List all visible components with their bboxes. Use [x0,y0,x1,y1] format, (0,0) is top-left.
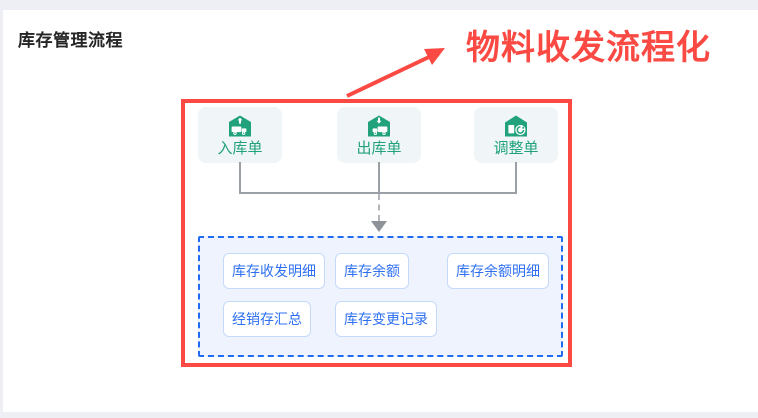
button-inventory-receipt-dispatch-detail[interactable]: 库存收发明细 [223,253,325,289]
house-adjust-icon [505,115,527,137]
card-adjustment-order[interactable]: 调整单 [474,107,558,163]
connector-line [239,162,241,193]
card-label: 调整单 [493,140,539,157]
warehouse-outbound-icon [368,115,390,137]
page-title: 库存管理流程 [18,31,123,50]
card-inbound-order[interactable]: 入库单 [198,107,282,163]
card-label: 出库单 [356,140,402,157]
warehouse-inbound-icon [229,115,251,137]
button-inventory-change-record[interactable]: 库存变更记录 [335,301,437,337]
button-distribution-inventory-summary[interactable]: 经销存汇总 [223,301,311,337]
button-inventory-balance[interactable]: 库存余额 [335,253,409,289]
card-outbound-order[interactable]: 出库单 [337,107,421,163]
connector-line [239,192,517,194]
connector-dashed-line [378,194,380,221]
annotation-arrow-icon [346,48,445,98]
connector-line [378,162,380,193]
connector-line [515,162,517,193]
card-label: 入库单 [217,140,263,157]
annotation-text: 物料收发流程化 [466,29,711,67]
button-inventory-balance-detail[interactable]: 库存余额明细 [447,253,549,289]
arrow-down-icon [371,221,387,232]
highlight-box [181,99,572,367]
